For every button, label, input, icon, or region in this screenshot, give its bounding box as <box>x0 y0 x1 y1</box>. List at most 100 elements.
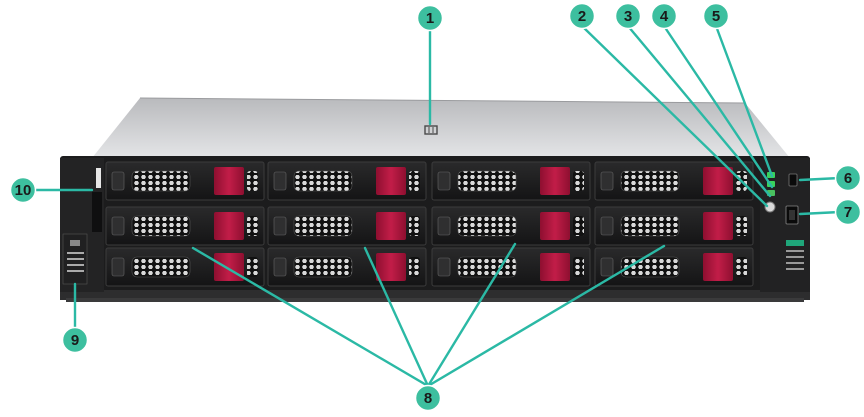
callout-2: 2 <box>568 2 596 30</box>
callout-3: 3 <box>614 2 642 30</box>
callout-6: 6 <box>834 164 862 192</box>
callout-circle <box>614 2 642 30</box>
drive-vent-grille <box>457 215 517 237</box>
power-button-icon <box>764 201 776 213</box>
drive-bay[interactable] <box>594 206 754 246</box>
drive-bay[interactable] <box>594 161 754 201</box>
callout-5: 5 <box>702 2 730 30</box>
drive-side-grille <box>409 257 420 277</box>
callout-circle <box>834 198 862 226</box>
drive-bay[interactable] <box>594 247 754 287</box>
drive-bay[interactable] <box>105 161 265 201</box>
drive-vent-grille <box>620 170 680 192</box>
drive-release-latch[interactable] <box>376 167 406 195</box>
service-port-icon <box>788 173 798 187</box>
drive-bay[interactable] <box>105 247 265 287</box>
drive-vent-grille <box>457 256 517 278</box>
drive-status-icon <box>437 257 451 277</box>
callout-label: 10 <box>15 182 32 199</box>
drive-release-latch[interactable] <box>214 167 244 195</box>
drive-status-icon <box>111 257 125 277</box>
drive-bay[interactable] <box>267 247 427 287</box>
drive-side-grille <box>573 257 584 277</box>
ear-indicator-icon <box>96 168 101 188</box>
drive-status-icon <box>600 171 614 191</box>
callout-label: 5 <box>712 8 720 25</box>
callout-4: 4 <box>650 2 678 30</box>
callout-circle <box>650 2 678 30</box>
drive-release-latch[interactable] <box>376 212 406 240</box>
callout-label: 9 <box>71 332 79 349</box>
drive-vent-grille <box>620 215 680 237</box>
drive-vent-grille <box>131 256 191 278</box>
drive-side-grille <box>247 216 258 236</box>
drive-status-icon <box>273 257 287 277</box>
drive-status-icon <box>273 216 287 236</box>
drive-vent-grille <box>293 170 353 192</box>
leader-line <box>798 176 842 182</box>
callout-circle <box>414 384 442 412</box>
leader-line <box>363 246 430 388</box>
drive-bay[interactable] <box>267 206 427 246</box>
drive-side-grille <box>573 216 584 236</box>
drive-status-icon <box>273 171 287 191</box>
drive-bay[interactable] <box>431 161 591 201</box>
callout-circle <box>702 2 730 30</box>
leader-line <box>626 24 772 198</box>
drive-vent-grille <box>131 215 191 237</box>
callout-10: 10 <box>9 176 37 204</box>
drive-vent-grille <box>293 256 353 278</box>
drive-status-icon <box>111 171 125 191</box>
callout-1: 1 <box>416 4 444 32</box>
callout-label: 8 <box>424 390 432 407</box>
drive-release-latch[interactable] <box>703 167 733 195</box>
drive-side-grille <box>247 171 258 191</box>
callout-9: 9 <box>61 326 89 354</box>
drive-release-latch[interactable] <box>214 253 244 281</box>
callout-8: 8 <box>414 384 442 412</box>
drive-side-grille <box>409 171 420 191</box>
drive-status-icon <box>111 216 125 236</box>
drive-release-latch[interactable] <box>540 212 570 240</box>
callout-label: 2 <box>578 8 586 25</box>
drive-release-latch[interactable] <box>376 253 406 281</box>
drive-side-grille <box>247 257 258 277</box>
drive-release-latch[interactable] <box>214 212 244 240</box>
drive-vent-grille <box>293 215 353 237</box>
drive-release-latch[interactable] <box>540 253 570 281</box>
drive-status-icon <box>600 257 614 277</box>
right-rack-ear <box>760 158 810 292</box>
callout-label: 1 <box>426 10 434 27</box>
chassis-top-cover <box>92 98 790 158</box>
callout-markers: 1 2 3 4 5 6 7 8 9 10 <box>9 2 862 412</box>
leader-line <box>714 24 774 178</box>
drive-release-latch[interactable] <box>703 253 733 281</box>
drive-bay-grid <box>105 161 754 287</box>
callout-circle <box>416 4 444 32</box>
drive-side-grille <box>736 216 747 236</box>
drive-bay[interactable] <box>431 206 591 246</box>
drive-status-icon <box>437 216 451 236</box>
callout-label: 7 <box>844 204 852 221</box>
drive-release-latch[interactable] <box>703 212 733 240</box>
drive-bay[interactable] <box>267 161 427 201</box>
drive-status-icon <box>600 216 614 236</box>
callout-circle <box>9 176 37 204</box>
drive-side-grille <box>736 257 747 277</box>
callout-label: 3 <box>624 8 632 25</box>
callout-circle <box>568 2 596 30</box>
callout-circle <box>61 326 89 354</box>
leader-line <box>798 210 842 216</box>
drive-side-grille <box>573 171 584 191</box>
leader-line <box>426 242 517 388</box>
callout-label: 4 <box>660 8 669 25</box>
callout-7: 7 <box>834 198 862 226</box>
drive-bay[interactable] <box>431 247 591 287</box>
callout-leader-lines <box>28 24 842 388</box>
hpe-logo-icon <box>424 125 438 135</box>
callout-circle <box>834 164 862 192</box>
leader-line <box>426 244 666 388</box>
drive-release-latch[interactable] <box>540 167 570 195</box>
drive-bay[interactable] <box>105 206 265 246</box>
